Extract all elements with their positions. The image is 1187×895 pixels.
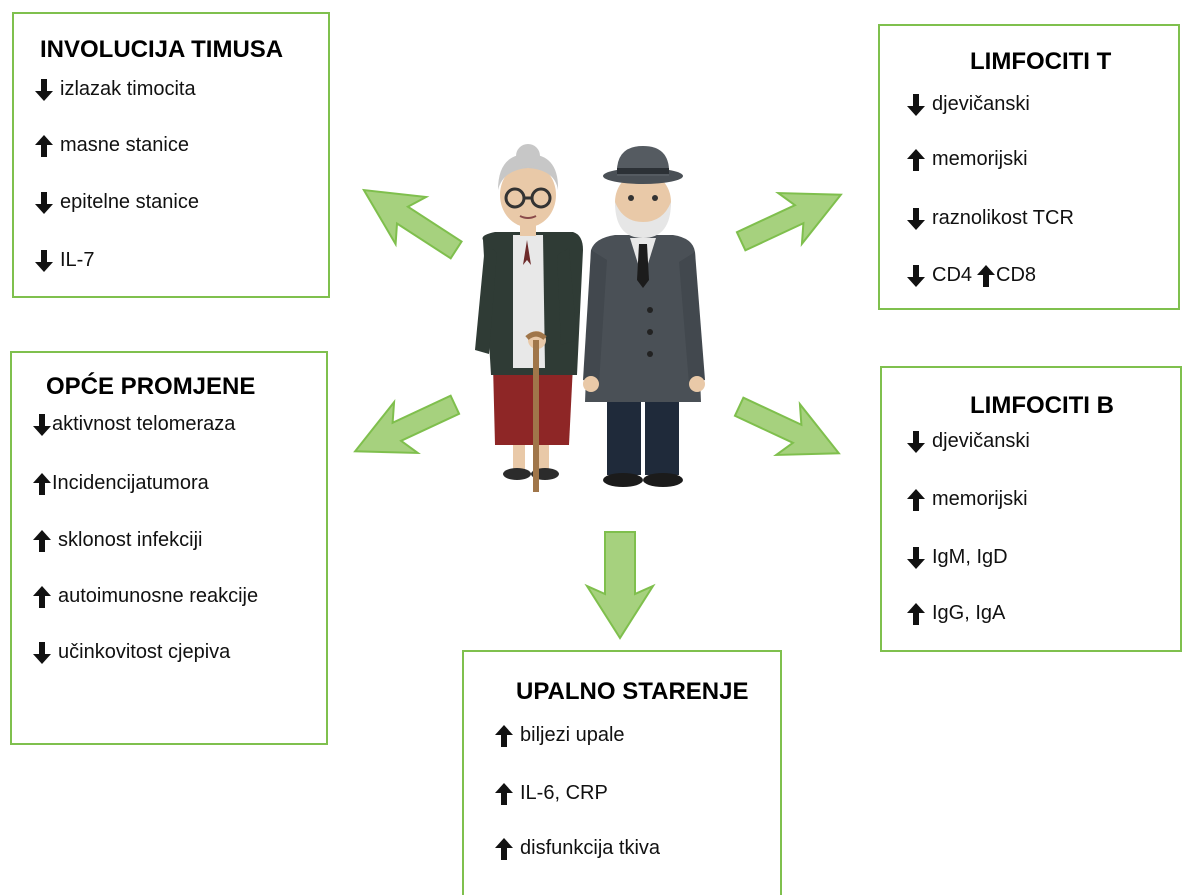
list-item: učinkovitost cjepiva	[32, 641, 230, 664]
item-text: IL-6, CRP	[520, 782, 608, 804]
arrow-down-icon	[34, 192, 54, 214]
list-item: masne stanice	[34, 134, 189, 157]
arrow-down-icon	[906, 265, 926, 287]
arrow-up-icon	[906, 489, 926, 511]
arrow-up-icon	[32, 473, 52, 495]
arrow-down-icon	[34, 250, 54, 272]
item-text: izlazak timocita	[60, 78, 196, 100]
item-text: IgG, IgA	[932, 602, 1006, 624]
arrow-down-icon	[906, 94, 926, 116]
arrow-up-icon	[906, 603, 926, 625]
list-item: memorijski	[906, 148, 1028, 171]
box-title: UPALNO STARENJE	[516, 678, 749, 705]
item-text: sklonost infekciji	[58, 529, 203, 551]
box-title: OPĆE PROMJENE	[46, 373, 256, 400]
box-upalno-starenje: UPALNO STARENJE biljezi upale IL-6, CRP …	[462, 650, 782, 895]
item-text: IL-7	[60, 249, 95, 271]
arrow-down-icon	[34, 79, 54, 101]
list-item: djevičanski	[906, 93, 1030, 116]
arrow-up-icon	[34, 135, 54, 157]
arrow-up-icon	[494, 838, 514, 860]
list-item: IL-6, CRP	[494, 782, 608, 805]
elderly-woman	[475, 144, 583, 492]
arrow-up-icon	[906, 149, 926, 171]
arrow-to-opce-promjene	[353, 394, 461, 455]
list-item: djevičanski	[906, 430, 1030, 453]
list-item: biljezi upale	[494, 724, 625, 747]
box-limfociti-t: LIMFOCITI T djevičanski memorijski razno…	[878, 24, 1180, 310]
arrow-up-icon	[494, 783, 514, 805]
box-opce-promjene: OPĆE PROMJENE aktivnost telomeraza Incid…	[10, 351, 328, 745]
box-title: INVOLUCIJA TIMUSA	[40, 36, 284, 63]
list-item: autoimunosne reakcije	[32, 585, 258, 608]
list-item: IgG, IgA	[906, 602, 1005, 625]
item-text: Incidencijatumora	[52, 472, 209, 494]
item-text: IgM, IgD	[932, 546, 1008, 568]
arrow-to-upalno-starenje	[584, 531, 656, 640]
item-text: djevičanski	[932, 430, 1030, 452]
arrow-down-icon	[906, 208, 926, 230]
arrow-to-limfociti-b	[733, 396, 841, 457]
arrow-up-icon	[32, 586, 52, 608]
item-text: učinkovitost cjepiva	[58, 641, 231, 663]
arrow-up-icon	[976, 265, 996, 287]
list-item: izlazak timocita	[34, 78, 196, 101]
item-text: aktivnost telomeraza	[52, 413, 236, 435]
arrow-up-icon	[32, 530, 52, 552]
list-item: raznolikost TCR	[906, 207, 1074, 230]
arrow-to-involucija	[361, 188, 463, 260]
item-text: biljezi upale	[520, 724, 625, 746]
arrow-up-icon	[494, 725, 514, 747]
list-item: memorijski	[906, 488, 1028, 511]
elderly-man	[583, 146, 705, 487]
arrow-down-icon	[906, 431, 926, 453]
item-text: CD8	[996, 264, 1037, 286]
item-text: memorijski	[932, 148, 1028, 170]
list-item: aktivnost telomeraza	[32, 413, 235, 436]
item-text: raznolikost TCR	[932, 207, 1074, 229]
item-text: CD4	[932, 264, 973, 286]
elderly-couple-illustration	[475, 144, 705, 492]
box-title: LIMFOCITI T	[970, 48, 1112, 75]
list-item: sklonost infekciji	[32, 529, 203, 552]
arrow-down-icon	[32, 414, 52, 436]
list-item: CD4 CD8	[906, 264, 1036, 287]
list-item: disfunkcija tkiva	[494, 837, 660, 860]
list-item: Incidencijatumora	[32, 472, 209, 495]
list-item: IL-7	[34, 249, 94, 272]
item-text: epitelne stanice	[60, 191, 199, 213]
item-text: memorijski	[932, 488, 1028, 510]
item-text: masne stanice	[60, 134, 189, 156]
arrow-down-icon	[906, 547, 926, 569]
arrow-down-icon	[32, 642, 52, 664]
item-text: autoimunosne reakcije	[58, 585, 259, 607]
box-limfociti-b: LIMFOCITI B djevičanski memorijski IgM, …	[880, 366, 1182, 652]
box-title: LIMFOCITI B	[970, 392, 1114, 419]
item-text: disfunkcija tkiva	[520, 837, 661, 859]
arrow-to-limfociti-t	[735, 191, 843, 252]
item-text: djevičanski	[932, 93, 1030, 115]
list-item: epitelne stanice	[34, 191, 199, 214]
box-involucija-timusa: INVOLUCIJA TIMUSA izlazak timocita masne…	[12, 12, 330, 298]
list-item: IgM, IgD	[906, 546, 1008, 569]
